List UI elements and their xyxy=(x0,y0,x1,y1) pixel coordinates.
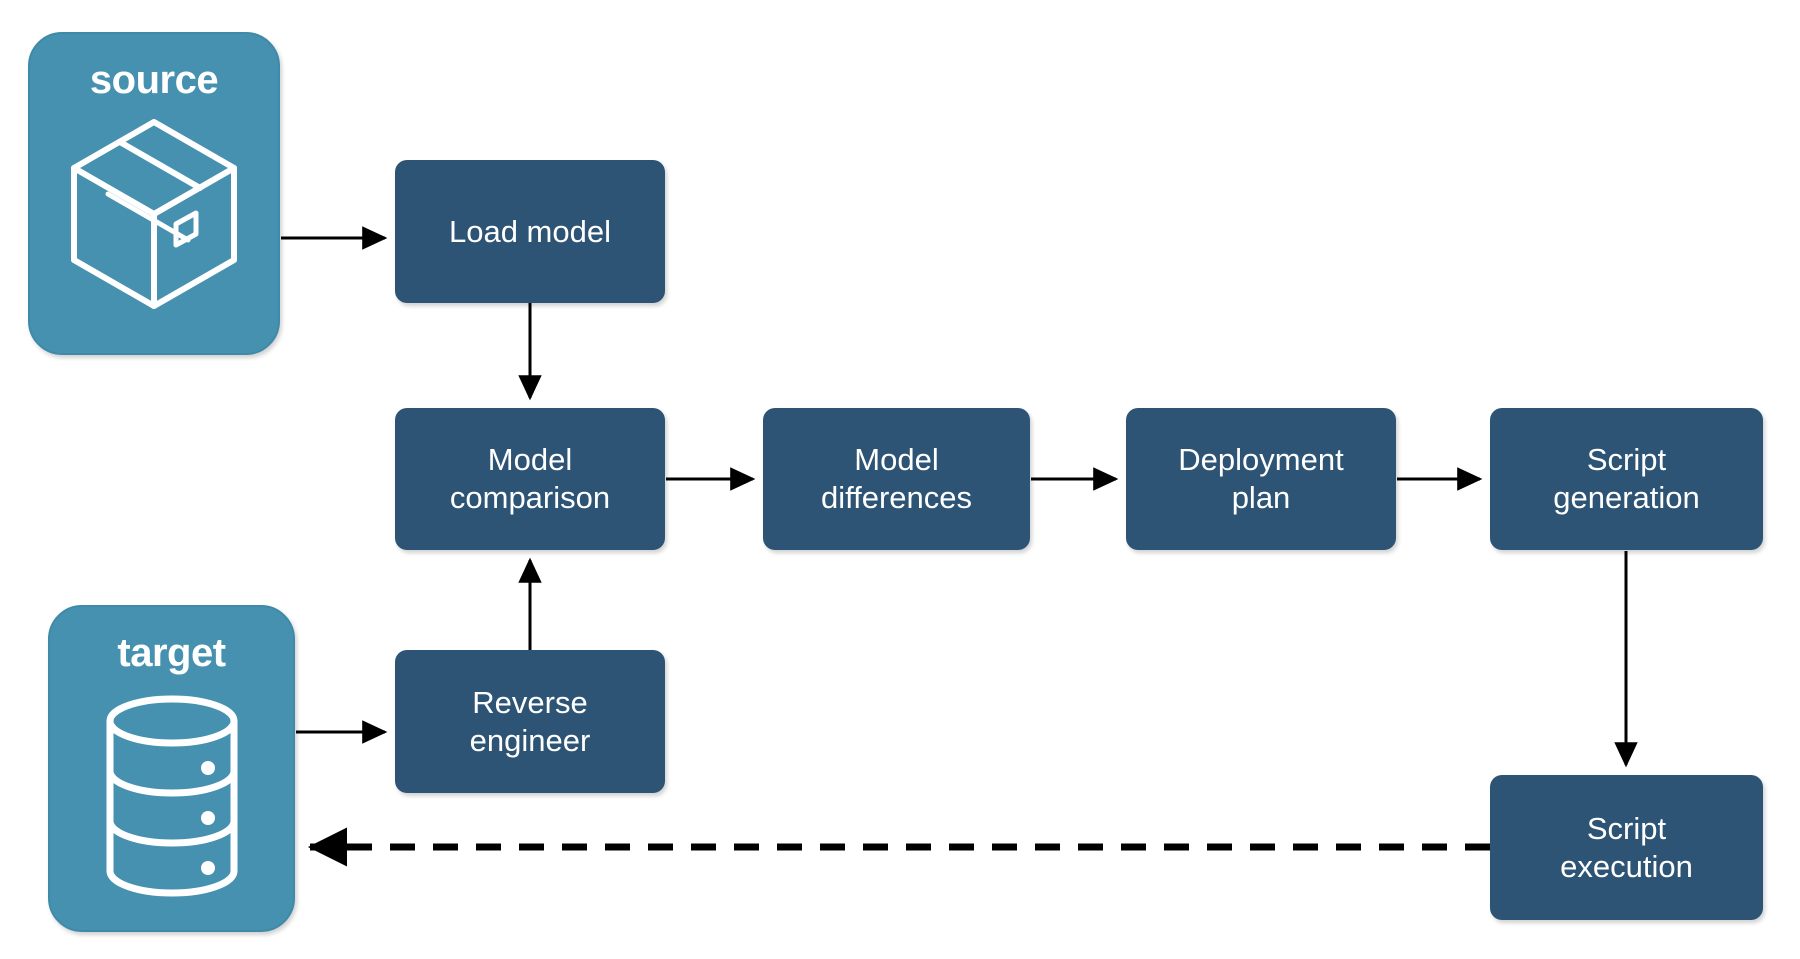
process-model-comparison[interactable]: Model comparison xyxy=(395,408,665,550)
process-script-generation-label: Script generation xyxy=(1553,442,1700,515)
process-load-model[interactable]: Load model xyxy=(395,160,665,303)
process-load-model-label: Load model xyxy=(448,213,611,249)
process-script-execution-label: Script execution xyxy=(1560,810,1693,884)
process-reverse-engineer[interactable]: Reverse engineer xyxy=(395,650,665,793)
endpoint-target-label: target xyxy=(117,631,226,675)
process-script-generation[interactable]: Script generation xyxy=(1490,408,1763,550)
process-deployment-plan[interactable]: Deployment plan xyxy=(1126,408,1396,550)
process-model-differences[interactable]: Model differences xyxy=(763,408,1030,550)
process-script-execution[interactable]: Script execution xyxy=(1490,775,1763,920)
process-model-comparison-label: Model comparison xyxy=(449,442,611,515)
endpoint-source-label: source xyxy=(89,58,219,102)
database-cylinder-icon xyxy=(92,691,252,906)
package-box-icon xyxy=(64,114,244,319)
endpoint-target[interactable]: target xyxy=(48,605,295,932)
process-model-differences-label: Model differences xyxy=(820,442,973,515)
process-deployment-plan-label: Deployment plan xyxy=(1178,442,1344,515)
endpoint-source[interactable]: source xyxy=(28,32,280,355)
process-reverse-engineer-label: Reverse engineer xyxy=(469,684,591,758)
